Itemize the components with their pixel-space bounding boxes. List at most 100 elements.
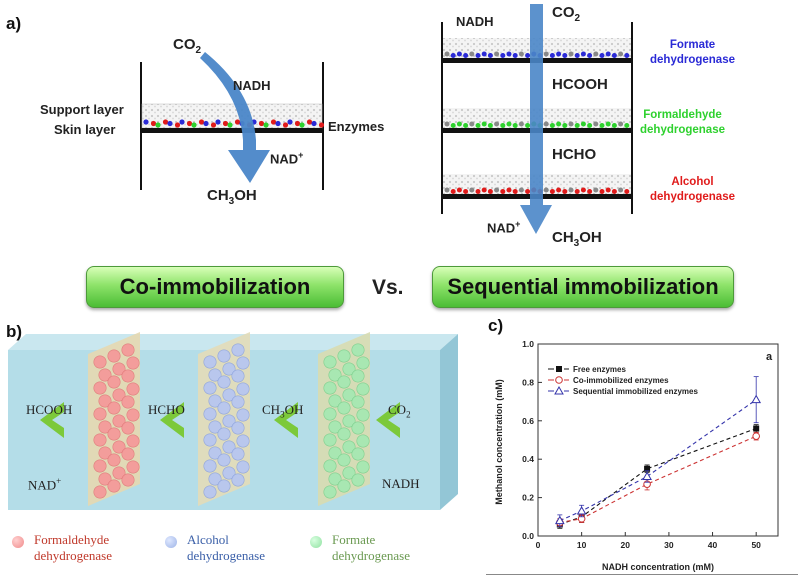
plot-frame — [537, 343, 779, 537]
enzyme-dot — [593, 187, 599, 193]
alcohol-dehydrogenase-beads — [203, 343, 250, 499]
enzyme-dot — [568, 187, 574, 193]
seq-nad-label: NAD+ — [487, 219, 521, 236]
skin-layer-label: Skin layer — [54, 122, 116, 137]
y-tick-label: 1.0 — [522, 339, 534, 349]
enzyme-dot — [234, 119, 241, 125]
y-tick-label: 0.8 — [522, 377, 534, 387]
enzyme-bead — [112, 440, 126, 454]
enzyme-dot — [263, 122, 269, 128]
y-tick-label: 0.4 — [522, 454, 534, 464]
enzyme-bead — [337, 401, 351, 415]
enzyme-dot — [549, 189, 555, 194]
enzyme-bead — [121, 421, 135, 435]
enzyme-dot — [562, 123, 568, 128]
panel-a-label: a) — [6, 14, 22, 33]
enzyme-dot — [481, 51, 487, 57]
enzyme-dot — [543, 187, 549, 193]
enzyme-bead — [231, 447, 245, 461]
enzyme-bead — [356, 434, 370, 448]
enzyme-bead — [231, 343, 245, 357]
enzyme-bead — [222, 388, 236, 402]
enzyme-dot — [593, 121, 599, 127]
enzyme-bead — [217, 349, 231, 363]
enzyme-bead — [121, 369, 135, 383]
enzyme-bead — [323, 407, 337, 421]
flow-chevron-3 — [274, 402, 298, 438]
data-point-square — [753, 425, 760, 432]
enzyme-bead — [98, 420, 112, 434]
data-point-triangle — [642, 471, 652, 480]
enzyme-dot — [270, 119, 277, 125]
seq-co2-label: CO2 — [552, 4, 581, 24]
enzyme-dot — [556, 51, 562, 57]
enzyme-dot — [469, 187, 475, 193]
enzyme-dot — [494, 187, 500, 193]
y-axis-label: Methanol concentration (mM) — [494, 379, 504, 505]
seq-ch3oh-label: CH3OH — [552, 229, 602, 249]
enzyme-dot — [599, 189, 605, 194]
enzyme-bead — [98, 472, 112, 486]
enzyme-dot — [494, 121, 500, 127]
enzyme-bead — [236, 408, 250, 422]
enzyme-dot — [611, 123, 617, 128]
enzyme-bead — [236, 460, 250, 474]
enzyme-bead — [93, 355, 107, 369]
enzyme-dot — [179, 119, 185, 125]
nad-b-label: NAD+ — [28, 476, 62, 493]
enzyme-dot — [549, 53, 555, 58]
enzyme-dot — [593, 51, 599, 57]
enzyme-bead — [328, 420, 342, 434]
enzyme-dot — [618, 121, 624, 127]
data-point-circle — [752, 432, 760, 440]
enzyme-dot — [506, 187, 512, 193]
legend-alcohol-line2: dehydrogenase — [187, 548, 265, 563]
enzyme-dot — [580, 51, 586, 57]
enzyme-bead — [351, 447, 365, 461]
enzyme-bead — [107, 453, 121, 467]
enzyme-bead — [126, 382, 140, 396]
legend-formate-line2: dehydrogenase — [332, 548, 410, 563]
chart-annotation: a — [766, 351, 773, 363]
enzyme-dot — [605, 121, 611, 127]
co2-b-label: CO2 — [388, 402, 411, 420]
enzyme-dot — [618, 187, 624, 193]
enzyme-dot — [562, 189, 568, 194]
enzyme-dot — [311, 120, 317, 127]
enzyme-bead — [342, 362, 356, 376]
co-immobilization-diagram — [140, 52, 325, 190]
enzyme-dot — [475, 123, 481, 128]
enzyme-bead — [208, 472, 222, 486]
x-tick-label: 30 — [664, 540, 674, 550]
co-nadh-label: NADH — [233, 78, 271, 93]
enzyme-dot — [191, 122, 197, 128]
chart-bottom-rule — [486, 574, 798, 575]
x-tick-label: 40 — [708, 540, 718, 550]
x-axis-label: NADH concentration (mM) — [602, 562, 714, 572]
enzyme-dot — [605, 51, 611, 57]
enzyme-bead — [203, 459, 217, 473]
data-point-triangle — [576, 506, 587, 515]
enzyme-bead — [203, 407, 217, 421]
enzyme-dot — [227, 122, 233, 128]
enzyme-bead — [126, 434, 140, 448]
enzyme-dot — [456, 187, 462, 193]
enzyme-bead — [98, 446, 112, 460]
enzyme-dot — [444, 187, 450, 193]
enzyme-bead — [203, 381, 217, 395]
enzyme-dot — [518, 187, 524, 193]
y-tick-label: 0.2 — [522, 493, 534, 503]
legend-dot-alcohol — [165, 536, 177, 548]
enzyme-bead — [231, 421, 245, 435]
enzyme-dot — [210, 122, 217, 128]
sequential-immobilization-diagram — [441, 4, 633, 234]
enzyme-bead — [222, 440, 236, 454]
enzyme-bead — [328, 394, 342, 408]
flow-chevron-1 — [40, 402, 64, 438]
legend-formaldehyde-line1: Formaldehyde — [34, 532, 110, 547]
enzyme-bead — [217, 479, 231, 493]
enzyme-bead — [208, 368, 222, 382]
enzyme-dot — [167, 120, 173, 127]
enzyme-bead — [342, 388, 356, 402]
enzyme-dot — [203, 120, 209, 127]
